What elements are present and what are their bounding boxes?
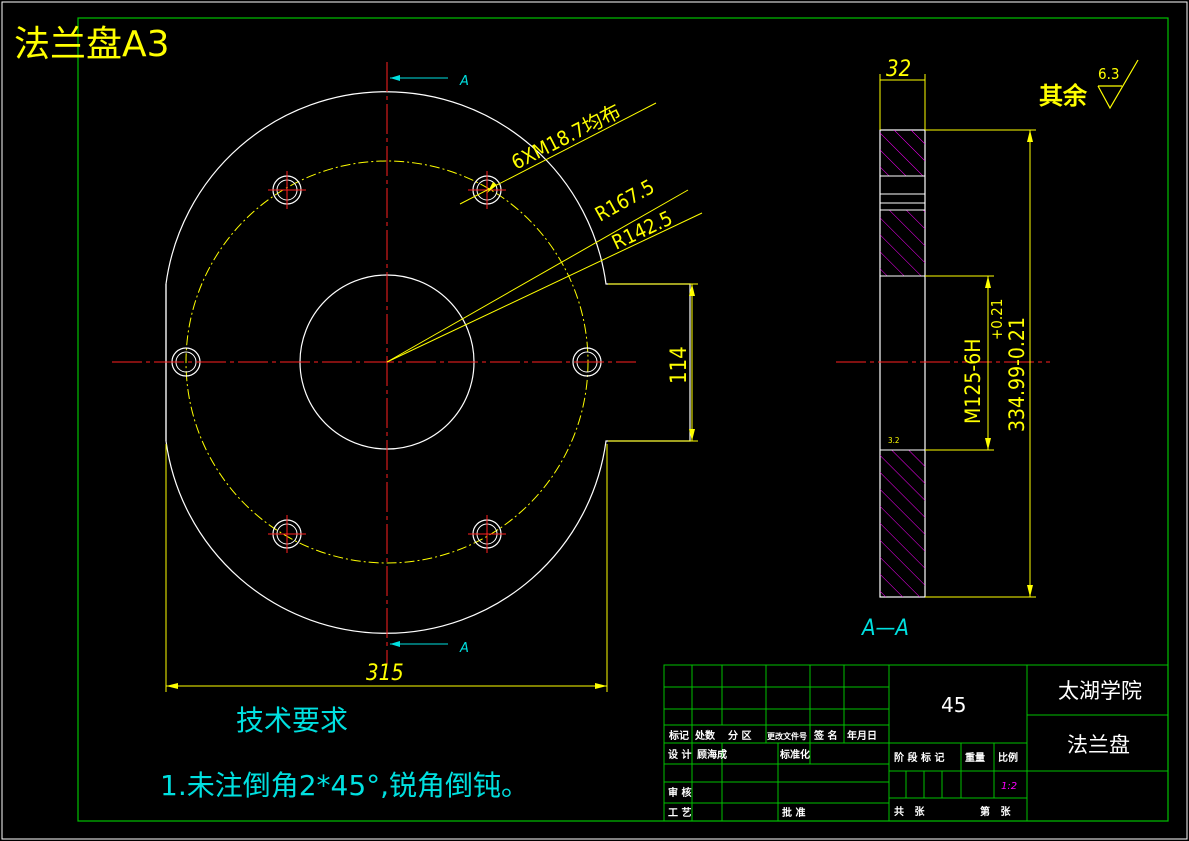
bolt-hole — [468, 515, 506, 553]
standardize-label: 标准化 — [779, 748, 810, 761]
bolt-hole — [268, 171, 306, 209]
roughness-symbol — [1097, 59, 1139, 110]
weight-label: 重量 — [965, 751, 985, 764]
review-label: 审 核 — [668, 786, 691, 799]
total-sheets-label: 共 张 — [894, 805, 925, 818]
header-mark: 标记 — [668, 729, 689, 742]
pcd-radius-leader — [386, 212, 703, 363]
surface-symbol: 3.2 — [888, 436, 899, 445]
outer-dia-label: 334.99-0.21 — [1005, 317, 1029, 432]
school-label: 太湖学院 — [1058, 679, 1142, 703]
design-label: 设 计 — [668, 748, 691, 761]
thread-label: M125-6H — [961, 339, 985, 424]
bolt-hole — [268, 515, 306, 553]
tech-heading: 技术要求 — [236, 704, 348, 737]
header-sign: 签 名 — [813, 729, 837, 742]
thickness-label: 32 — [886, 57, 911, 82]
scale-value: 1:2 — [1001, 781, 1017, 792]
roughness-value: 6.3 — [1098, 65, 1119, 83]
drawing-frame — [77, 17, 1169, 822]
header-change-doc: 更改文件号 — [767, 731, 807, 741]
material-label: 45 — [941, 693, 966, 717]
designer-name: 顾海成 — [697, 748, 727, 761]
flange-outline — [165, 91, 691, 634]
sheet-title: 法兰盘A3 — [14, 24, 170, 65]
outer-radius-leader — [386, 189, 689, 363]
header-date: 年月日 — [847, 729, 877, 742]
front-view: A A 6XM18.7均布 R167.5 R142.5 114 315 — [112, 62, 703, 692]
stage-label: 阶 段 标 记 — [894, 751, 944, 764]
part-name-label: 法兰盘 — [1067, 733, 1130, 757]
section-label: A—A — [860, 616, 909, 641]
boss-height-label: 114 — [667, 346, 692, 384]
hole-note-label: 6XM18.7均布 — [507, 99, 624, 175]
approve-label: 批 准 — [782, 806, 805, 819]
title-block — [663, 664, 1169, 822]
process-label: 工 艺 — [668, 806, 691, 819]
section-marker-top: A — [459, 74, 469, 89]
thread-tol-label: +0.21 — [988, 299, 1006, 340]
header-zone: 分 区 — [728, 729, 751, 742]
section-marker-bottom: A — [459, 641, 469, 656]
roughness-note: 其余 6.3 — [1039, 59, 1139, 110]
tech-item-1: 1.未注倒角2*45°,锐角倒钝。 — [160, 769, 529, 802]
scale-label: 比例 — [998, 751, 1018, 764]
section-view: 32 M125-6H +0.21 334.99-0.21 3.2 A—A — [836, 57, 1050, 641]
roughness-label: 其余 — [1039, 82, 1088, 110]
header-count: 处数 — [694, 729, 716, 742]
sheet-no-label: 第 张 — [980, 805, 1011, 818]
width-label: 315 — [366, 661, 404, 686]
